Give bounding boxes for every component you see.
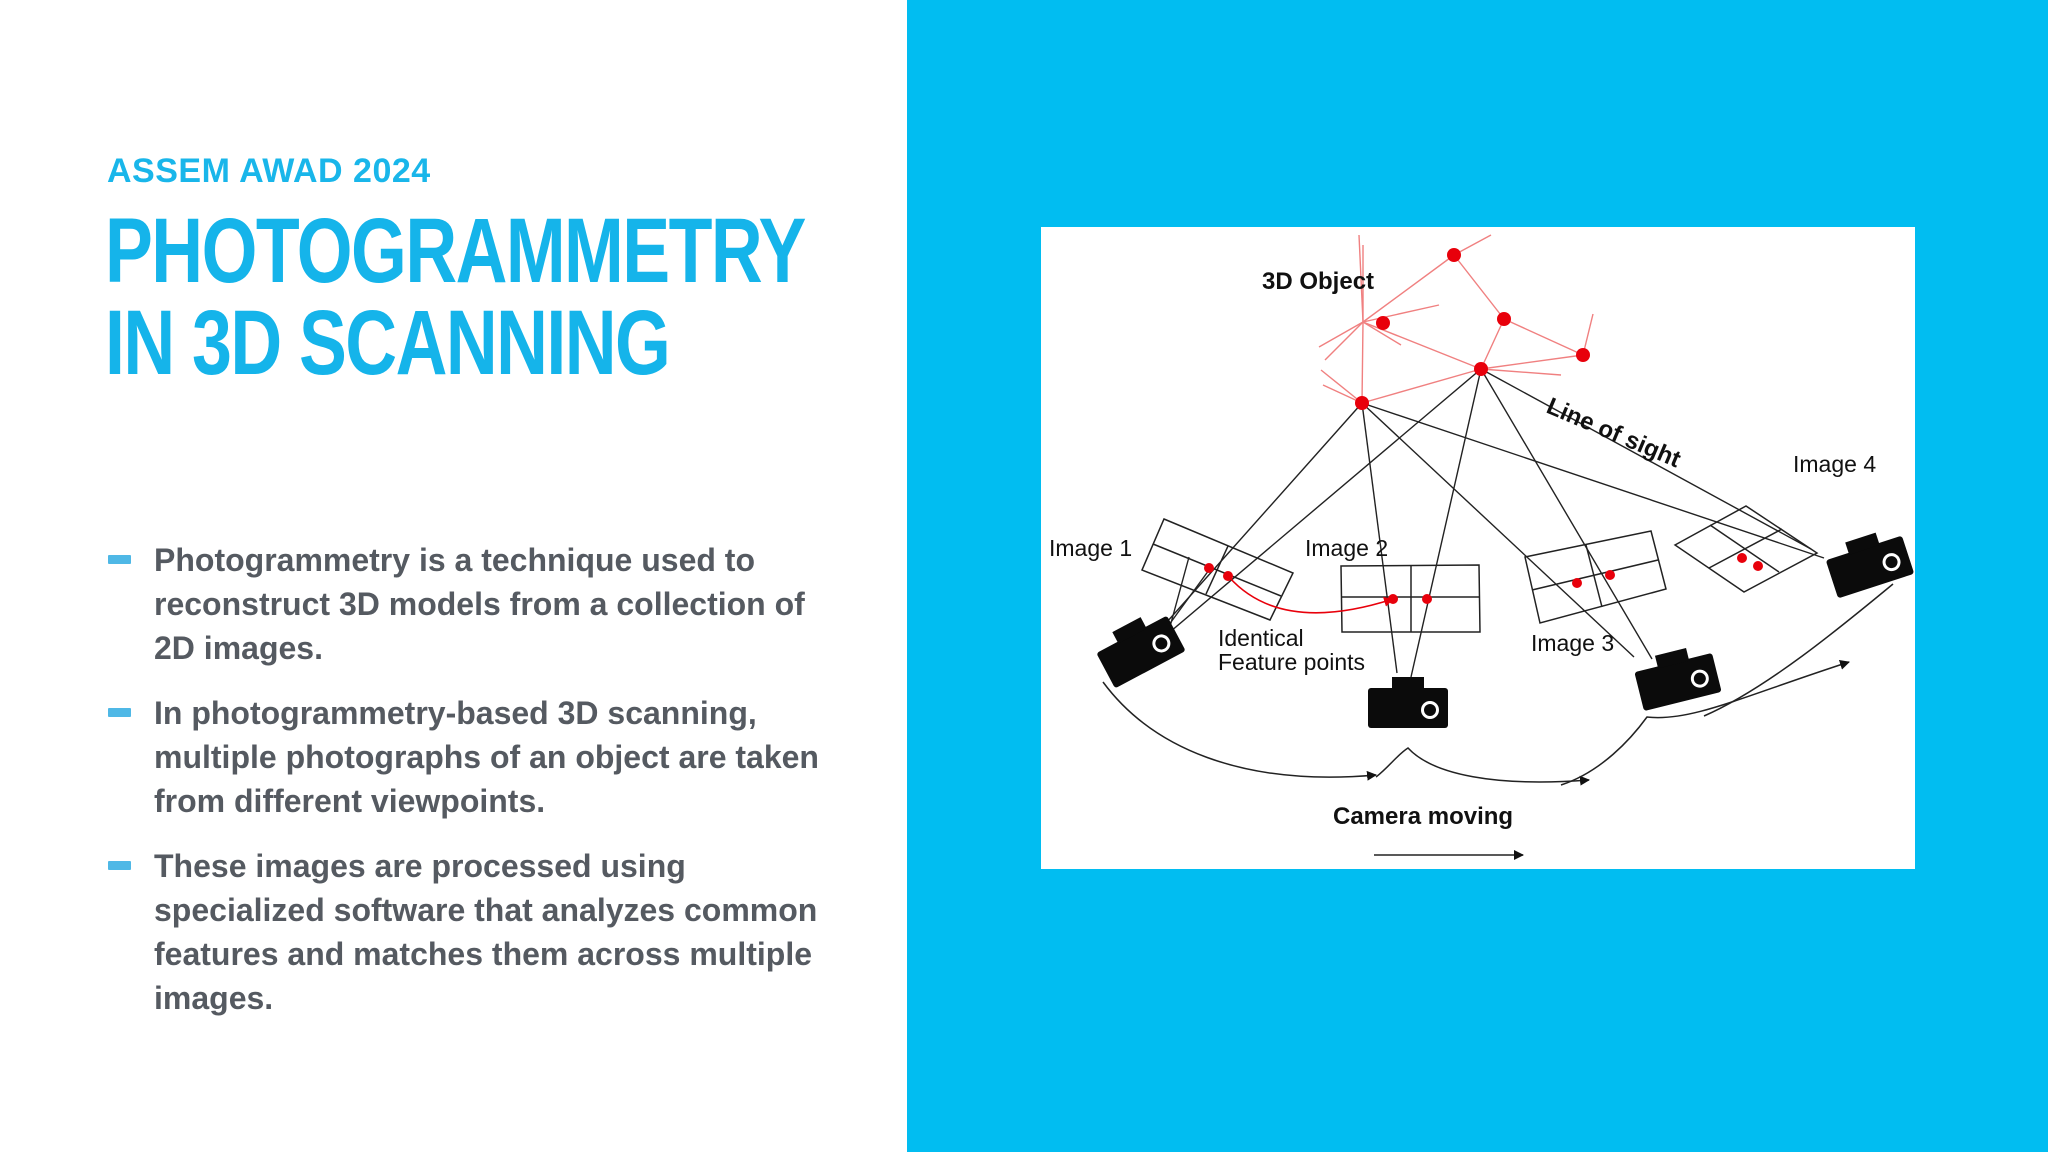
bullet-item: These images are processed using special… bbox=[108, 844, 828, 1020]
bullet-dash-icon bbox=[108, 861, 131, 870]
bullet-text: In photogrammetry-based 3D scanning, mul… bbox=[154, 695, 819, 819]
camera-icon bbox=[1822, 525, 1915, 599]
bullet-dash-icon bbox=[108, 555, 131, 564]
camera-icon bbox=[1631, 642, 1722, 712]
image-1-label: Image 1 bbox=[1049, 535, 1132, 561]
diagram-svg: 3D Object Line of sight Image 1 Image 2 … bbox=[1049, 234, 1915, 860]
feature-label-line1: Identical bbox=[1218, 625, 1304, 651]
image-2-label: Image 2 bbox=[1305, 535, 1388, 561]
object-label: 3D Object bbox=[1262, 268, 1374, 295]
bullet-list: Photogrammetry is a technique used to re… bbox=[108, 538, 828, 1041]
camera-moving-label: Camera moving bbox=[1333, 803, 1513, 830]
feature-points bbox=[1204, 248, 1763, 604]
photogrammetry-diagram: 3D Object Line of sight Image 1 Image 2 … bbox=[1041, 227, 1915, 869]
camera-icon bbox=[1368, 677, 1448, 728]
slide-title: PHOTOGRAMMETRY IN 3D SCANNING bbox=[105, 200, 805, 394]
feature-match-arrow bbox=[1228, 576, 1394, 614]
image-planes bbox=[1141, 505, 1819, 633]
feature-label-line2: Feature points bbox=[1218, 649, 1365, 675]
bullet-item: In photogrammetry-based 3D scanning, mul… bbox=[108, 691, 828, 823]
author-year: ASSEM AWAD 2024 bbox=[107, 152, 431, 190]
object-mesh bbox=[1318, 234, 1594, 404]
bullet-item: Photogrammetry is a technique used to re… bbox=[108, 538, 828, 670]
sight-lines bbox=[1157, 368, 1825, 678]
bullet-dash-icon bbox=[108, 708, 131, 717]
image-4-label: Image 4 bbox=[1793, 451, 1876, 477]
bullet-text: These images are processed using special… bbox=[154, 848, 818, 1016]
left-panel: ASSEM AWAD 2024 PHOTOGRAMMETRY IN 3D SCA… bbox=[0, 0, 907, 1152]
image-3-label: Image 3 bbox=[1531, 630, 1614, 656]
camera-icon bbox=[1091, 605, 1186, 689]
camera-path bbox=[1102, 583, 1894, 860]
line-of-sight-label: Line of sight bbox=[1543, 393, 1685, 474]
bullet-text: Photogrammetry is a technique used to re… bbox=[154, 542, 805, 666]
